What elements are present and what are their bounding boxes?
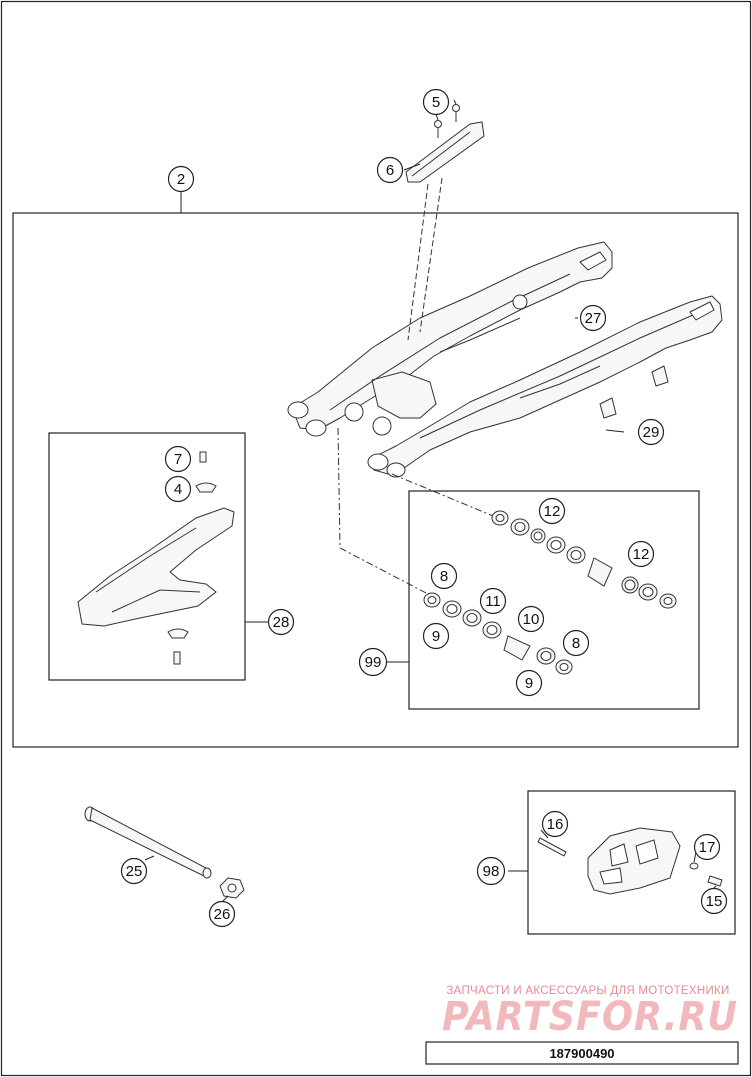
callout-12-upper: 12 bbox=[538, 497, 566, 525]
callout-12-lower: 12 bbox=[627, 540, 655, 568]
callout-label: 15 bbox=[706, 893, 723, 910]
callout-8-right: 8 bbox=[562, 629, 590, 657]
chain-slider-drawing bbox=[77, 451, 235, 665]
callout-leaders bbox=[144, 99, 717, 903]
callout-label: 98 bbox=[483, 863, 500, 880]
callout-99: 99 bbox=[358, 647, 388, 677]
callout-2: 2 bbox=[167, 165, 195, 193]
callout-26: 26 bbox=[208, 900, 236, 928]
callout-9-left: 9 bbox=[422, 622, 450, 650]
chain-guide-drawing bbox=[537, 827, 723, 895]
callout-label: 8 bbox=[572, 635, 580, 652]
callout-label: 7 bbox=[174, 451, 182, 468]
callout-label: 17 bbox=[699, 839, 716, 856]
pivot-axle-drawing bbox=[84, 806, 245, 899]
callout-label: 29 bbox=[643, 424, 660, 441]
callout-label: 25 bbox=[126, 863, 143, 880]
callout-28: 28 bbox=[267, 608, 295, 636]
watermark-logo: PARTSFOR.RU bbox=[442, 994, 738, 1040]
callout-label: 11 bbox=[485, 593, 501, 610]
callout-98: 98 bbox=[476, 856, 506, 886]
callout-label: 26 bbox=[214, 906, 231, 923]
chain-slider-box bbox=[48, 432, 246, 681]
swingarm-group-box bbox=[12, 212, 739, 748]
pivot-leader-line bbox=[337, 427, 499, 595]
callout-label: 6 bbox=[386, 162, 394, 179]
callout-label: 16 bbox=[547, 816, 564, 833]
chain-guide-box bbox=[527, 790, 736, 935]
callout-25: 25 bbox=[120, 857, 148, 885]
callout-label: 12 bbox=[544, 503, 561, 520]
swingarm-drawing bbox=[287, 241, 723, 478]
callout-label: 28 bbox=[273, 614, 290, 631]
document-number: 187900490 bbox=[549, 1046, 614, 1061]
callout-6: 6 bbox=[376, 156, 404, 184]
callout-9-right: 9 bbox=[515, 669, 543, 697]
callout-7: 7 bbox=[164, 445, 192, 473]
callout-label: 8 bbox=[440, 568, 448, 585]
callout-label: 12 bbox=[633, 546, 650, 563]
bearing-parts-drawing bbox=[423, 510, 677, 675]
callout-11: 11 bbox=[479, 587, 507, 615]
callout-17: 17 bbox=[693, 833, 721, 861]
callout-label: 9 bbox=[525, 675, 533, 692]
document-number-box bbox=[425, 1041, 739, 1065]
callout-label: 4 bbox=[174, 481, 182, 498]
callout-10: 10 bbox=[517, 605, 545, 633]
callout-label: 10 bbox=[523, 611, 540, 628]
callout-8-left: 8 bbox=[430, 562, 458, 590]
callout-label: 99 bbox=[365, 654, 382, 671]
callout-5: 5 bbox=[422, 88, 450, 116]
callout-15: 15 bbox=[700, 887, 728, 915]
callout-16: 16 bbox=[541, 810, 569, 838]
bearing-kit-box bbox=[408, 490, 700, 710]
callout-4: 4 bbox=[164, 475, 192, 503]
slider-pad-drawing bbox=[405, 104, 485, 183]
callout-label: 9 bbox=[432, 628, 440, 645]
pad-leader-lines bbox=[407, 177, 443, 341]
callout-27: 27 bbox=[579, 304, 607, 332]
callout-label: 2 bbox=[177, 171, 185, 188]
callout-29: 29 bbox=[637, 418, 665, 446]
callout-label: 27 bbox=[585, 310, 602, 327]
callout-label: 5 bbox=[432, 94, 440, 111]
watermark-tagline: ЗАПЧАСТИ И АКСЕССУАРЫ ДЛЯ МОТОТЕХНИКИ bbox=[446, 985, 729, 997]
